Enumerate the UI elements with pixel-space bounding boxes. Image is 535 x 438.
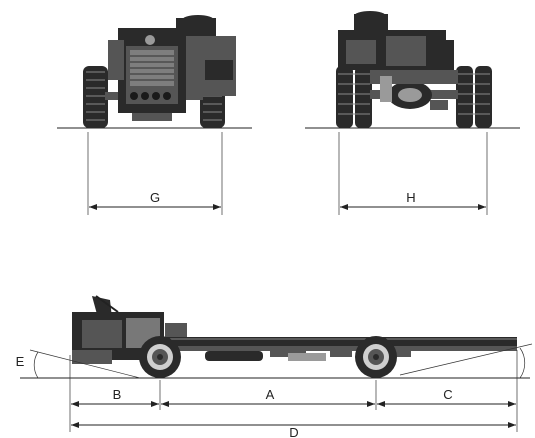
side-view: E B A C D [16, 295, 533, 438]
rear-left-dual-tires [336, 66, 372, 128]
dimension-b-label: B [113, 387, 122, 402]
rear-chassis-top [338, 11, 458, 110]
side-frame-rail [165, 337, 517, 351]
dimension-a-label: A [266, 387, 275, 402]
side-front-wheel [139, 336, 181, 378]
dimension-d-label: D [289, 425, 298, 438]
dimension-c-label: C [443, 387, 452, 402]
rear-view: H [305, 11, 520, 215]
side-rear-wheel [355, 336, 397, 378]
rear-right-dual-tires [456, 66, 492, 128]
front-left-tire [83, 66, 108, 128]
departure-angle-line [399, 343, 533, 376]
dimension-e-label: E [16, 354, 25, 369]
side-underframe-components [205, 351, 411, 361]
approach-angle-arc [33, 351, 39, 379]
dimension-h-label: H [406, 190, 415, 205]
front-engine-block [108, 15, 236, 121]
departure-angle-arc [519, 347, 526, 379]
front-view: G [57, 15, 252, 215]
dimension-g-label: G [150, 190, 160, 205]
approach-angle-line [29, 349, 141, 379]
